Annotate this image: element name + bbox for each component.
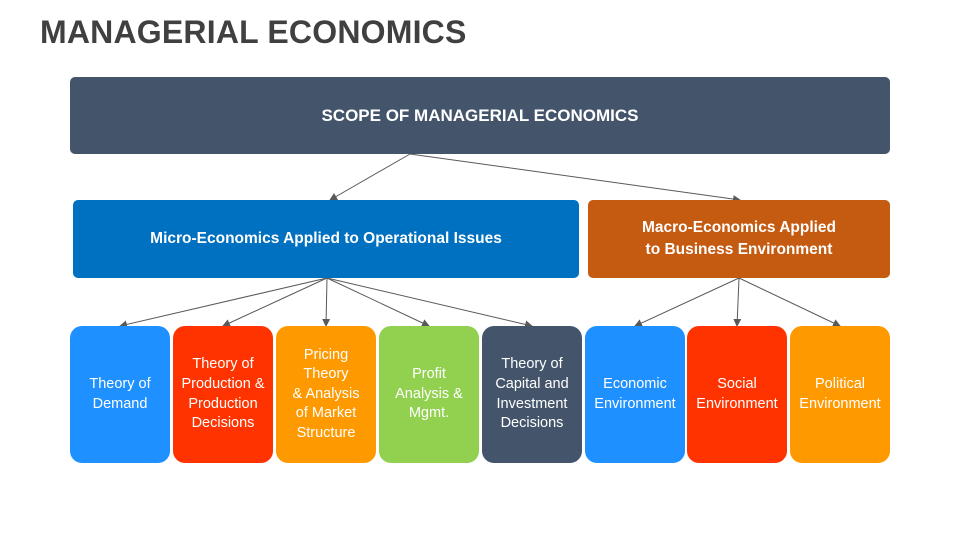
connector-root-to-branch-1 xyxy=(409,153,741,203)
connector-branch-to-leaf-6 xyxy=(733,277,742,327)
theory-of-production-box: Theory of Production & Production Decisi… xyxy=(173,326,273,463)
connector-branch-to-leaf-0 xyxy=(119,277,328,329)
connector-branch-to-leaf-4 xyxy=(326,277,533,329)
page-title: MANAGERIAL ECONOMICS xyxy=(40,14,467,50)
economic-environment-box: Economic Environment xyxy=(585,326,685,463)
connector-branch-to-leaf-5 xyxy=(634,277,740,327)
connector-branch-to-leaf-3 xyxy=(326,277,430,327)
connector-branch-to-leaf-7 xyxy=(738,277,841,327)
scope-box: SCOPE OF MANAGERIAL ECONOMICS xyxy=(70,77,890,154)
social-environment-box: Social Environment xyxy=(687,326,787,463)
connector-branch-to-leaf-1 xyxy=(222,277,328,327)
theory-of-demand-box: Theory of Demand xyxy=(70,326,170,463)
micro-economics-box: Micro-Economics Applied to Operational I… xyxy=(73,200,579,278)
macro-economics-box: Macro-Economics Applied to Business Envi… xyxy=(588,200,890,278)
connector-branch-to-leaf-2 xyxy=(322,277,331,327)
political-environment-box: Political Environment xyxy=(790,326,890,463)
connector-root-to-branch-0 xyxy=(329,153,411,201)
pricing-theory-box: Pricing Theory & Analysis of Market Stru… xyxy=(276,326,376,463)
theory-of-capital-box: Theory of Capital and Investment Decisio… xyxy=(482,326,582,463)
profit-analysis-box: Profit Analysis & Mgmt. xyxy=(379,326,479,463)
